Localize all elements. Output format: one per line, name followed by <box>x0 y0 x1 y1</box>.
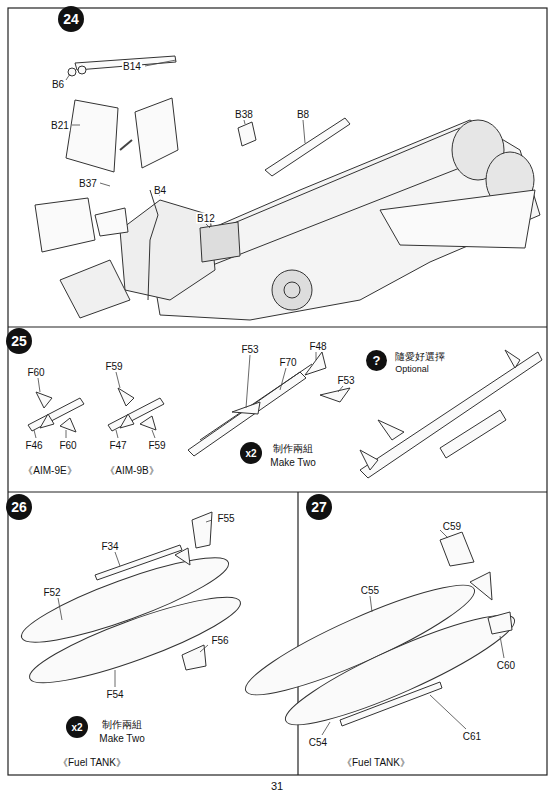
part-number: B37 <box>78 178 98 189</box>
part-number: C55 <box>360 585 380 596</box>
leader-lines <box>34 352 343 438</box>
part-number: F70 <box>278 357 297 368</box>
part-number: B12 <box>196 213 216 224</box>
leader-lines <box>58 520 212 687</box>
page-number: 31 <box>270 780 284 792</box>
missile-name: 《AIM-9B》 <box>104 465 159 476</box>
step-number: 25 <box>11 333 27 349</box>
step-number: 27 <box>311 499 327 515</box>
step-number-circle: 26 <box>6 494 32 520</box>
part-number: F53 <box>240 344 259 355</box>
part-caption: 《Fuel TANK》 <box>57 757 127 768</box>
instruction-note: Optional <box>394 365 430 375</box>
step-number-circle: 24 <box>58 6 84 32</box>
instruction-note: Make Two <box>98 733 145 744</box>
part-number: F59 <box>104 361 123 372</box>
instruction-note: 隨愛好選擇 <box>394 351 446 362</box>
part-number: F52 <box>42 587 61 598</box>
part-number: B6 <box>51 79 65 90</box>
instruction-note: 制作兩組 <box>272 443 314 454</box>
part-number: F56 <box>210 635 229 646</box>
panel-divider <box>8 326 547 327</box>
part-number: C60 <box>496 660 516 671</box>
step-number: 26 <box>11 499 27 515</box>
fuel-tank-drawing <box>237 532 523 741</box>
part-number: C54 <box>308 737 328 748</box>
part-number: C59 <box>442 521 462 532</box>
step-number-circle: x2 <box>240 442 262 464</box>
part-number: F54 <box>105 689 124 700</box>
part-number: F46 <box>24 440 43 451</box>
step-number: ? <box>373 353 381 368</box>
step-number-circle: 27 <box>306 494 332 520</box>
step-number: x2 <box>245 448 256 459</box>
part-number: B8 <box>296 109 310 120</box>
part-number: F55 <box>216 513 235 524</box>
leader-lines <box>66 60 305 228</box>
panel-divider <box>297 492 298 775</box>
step-number: 24 <box>63 11 79 27</box>
step-number-circle: ? <box>366 350 387 371</box>
panel-divider <box>8 491 547 492</box>
part-number: F53 <box>336 375 355 386</box>
part-number: B14 <box>122 61 142 72</box>
instruction-note: 制作兩組 <box>101 719 143 730</box>
part-number: B38 <box>234 109 254 120</box>
page-frame <box>8 8 547 775</box>
part-number: F34 <box>100 541 119 552</box>
missile-name: 《AIM-9E》 <box>22 465 77 476</box>
part-caption: 《Fuel TANK》 <box>341 757 411 768</box>
step-number: x2 <box>71 722 82 733</box>
instruction-note: Make Two <box>269 457 316 468</box>
part-number: F60 <box>26 367 45 378</box>
part-number: F59 <box>147 440 166 451</box>
fuel-tank-drawing <box>15 512 247 697</box>
missile-drawings <box>28 350 542 478</box>
step-number-circle: 25 <box>6 328 32 354</box>
part-number: F60 <box>58 440 77 451</box>
leader-lines <box>322 530 504 735</box>
part-number: C61 <box>462 731 482 742</box>
part-number: B21 <box>50 120 70 131</box>
part-number: B4 <box>153 185 167 196</box>
part-number: F47 <box>108 440 127 451</box>
part-number: F48 <box>308 341 327 352</box>
step-number-circle: x2 <box>66 716 88 738</box>
cockpit-parts <box>35 56 350 300</box>
